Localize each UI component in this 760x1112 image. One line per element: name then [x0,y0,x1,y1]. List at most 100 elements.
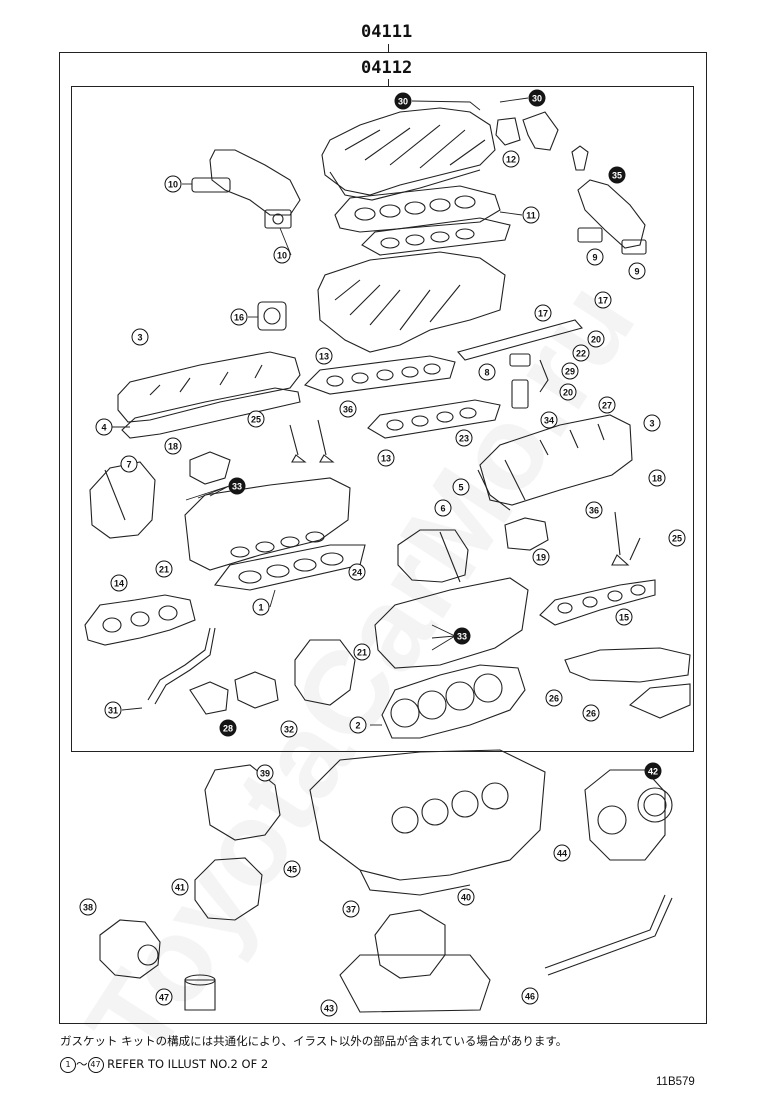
kit-composition-note: ガスケット キットの構成には共通化により、イラスト以外の部品が含まれている場合が… [60,1034,568,1048]
callout-17-right[interactable]: 17 [594,291,612,309]
callout-2[interactable]: 2 [349,716,367,734]
callout-7[interactable]: 7 [120,455,138,473]
callout-13-top[interactable]: 13 [315,347,333,365]
callout-10-top[interactable]: 10 [164,175,182,193]
callout-4[interactable]: 4 [95,418,113,436]
callout-19[interactable]: 19 [532,548,550,566]
callout-11[interactable]: 11 [522,206,540,224]
callout-13-bottom[interactable]: 13 [377,449,395,467]
kit-code-outer[interactable]: 04111 [361,22,413,42]
callout-36-top[interactable]: 36 [339,400,357,418]
callout-43[interactable]: 43 [320,999,338,1017]
water-inlet-drawing [397,529,469,583]
callout-22[interactable]: 22 [572,344,590,362]
rear-oil-seal-retainer-drawing [584,769,673,861]
intake-plenum-drawing [321,107,496,201]
callout-3-right[interactable]: 3 [643,414,661,432]
callout-1[interactable]: 1 [252,598,270,616]
intake-manifold-drawing [317,251,506,353]
callout-34[interactable]: 34 [540,411,558,429]
callout-38[interactable]: 38 [79,898,97,916]
head-gasket-left-drawing [214,544,366,591]
callout-15[interactable]: 15 [615,608,633,626]
kit-code-inner-leader [388,79,389,87]
callout-42[interactable]: 42 [644,762,662,780]
cylinder-block-drawing [309,749,546,896]
plenum-gasket-drawing [334,185,511,256]
valves-drawing [289,419,641,566]
callout-12[interactable]: 12 [502,150,520,168]
callout-41[interactable]: 41 [171,878,189,896]
callout-32[interactable]: 32 [280,720,298,738]
callout-5[interactable]: 5 [452,478,470,496]
callout-23[interactable]: 23 [455,429,473,447]
callout-20-bottom[interactable]: 20 [559,383,577,401]
callout-30-left[interactable]: 30 [394,92,412,110]
callout-18-right[interactable]: 18 [648,469,666,487]
callout-25-right[interactable]: 25 [668,529,686,547]
callout-33-top[interactable]: 33 [228,477,246,495]
oil-cooler-drawing [99,919,216,1011]
kit-04111-frame [59,52,707,1024]
callout-36-right[interactable]: 36 [585,501,603,519]
dipstick-guide-drawing [544,894,673,976]
callout-9-left[interactable]: 9 [586,248,604,266]
exhaust-gasket-15-drawing [539,579,656,626]
ref-end-callout: 47 [87,1056,104,1073]
callout-24[interactable]: 24 [348,563,366,581]
callout-26-top[interactable]: 26 [545,689,563,707]
kit-code-inner[interactable]: 04112 [361,58,413,78]
callout-45[interactable]: 45 [283,860,301,878]
callout-17-left[interactable]: 17 [534,304,552,322]
oil-strainer-drawing [339,909,491,1013]
callout-25-left[interactable]: 25 [247,410,265,428]
callout-3-left[interactable]: 3 [131,328,149,346]
callout-21-left[interactable]: 21 [155,560,173,578]
timing-cover-drawing [294,639,356,706]
exhaust-pipe-drawing [564,647,691,719]
callout-14[interactable]: 14 [110,574,128,592]
camshaft-housing-drawing [504,517,549,551]
right-cylinder-head-cover-drawing [477,414,633,511]
callout-6[interactable]: 6 [434,499,452,517]
callout-37[interactable]: 37 [342,900,360,918]
oil-pump-drawing [194,857,263,921]
callout-46[interactable]: 46 [521,987,539,1005]
callout-8[interactable]: 8 [478,363,496,381]
right-intake-pipe-drawing [495,111,647,255]
callout-33-bottom[interactable]: 33 [453,627,471,645]
callout-20-top[interactable]: 20 [587,330,605,348]
callout-29[interactable]: 29 [561,362,579,380]
callout-9-right[interactable]: 9 [628,262,646,280]
callout-44[interactable]: 44 [553,844,571,862]
callout-26-bottom[interactable]: 26 [582,704,600,722]
fuel-delivery-pipe-drawing [457,319,583,409]
ref-text: REFER TO ILLUST NO.2 OF 2 [107,1057,269,1071]
callout-39[interactable]: 39 [256,764,274,782]
callout-21-right[interactable]: 21 [353,643,371,661]
callout-27[interactable]: 27 [598,396,616,414]
right-cylinder-head-drawing [374,577,529,669]
ref-separator: 〜 [76,1057,88,1071]
callout-28[interactable]: 28 [219,719,237,737]
oil-filter-bracket-drawing [189,671,279,715]
reference-line: 1〜47 REFER TO ILLUST NO.2 OF 2 [60,1056,268,1073]
head-gasket-right-drawing [381,664,526,739]
air-intake-pipe-drawing [191,149,301,229]
callout-30-right[interactable]: 30 [528,89,546,107]
callout-35[interactable]: 35 [608,166,626,184]
callout-18-left[interactable]: 18 [164,437,182,455]
callout-47[interactable]: 47 [155,988,173,1006]
illustration-code: 11B579 [656,1076,695,1088]
kit-04112-frame [71,86,694,752]
left-timing-cover-drawing [89,451,231,539]
exhaust-gasket-14-drawing [84,594,196,646]
kit-code-outer-leader [388,44,389,53]
intake-gasket-13-drawing [303,355,501,439]
callout-31[interactable]: 31 [104,701,122,719]
callout-10-bottom[interactable]: 10 [273,246,291,264]
callout-40[interactable]: 40 [457,888,475,906]
callout-16[interactable]: 16 [230,308,248,326]
